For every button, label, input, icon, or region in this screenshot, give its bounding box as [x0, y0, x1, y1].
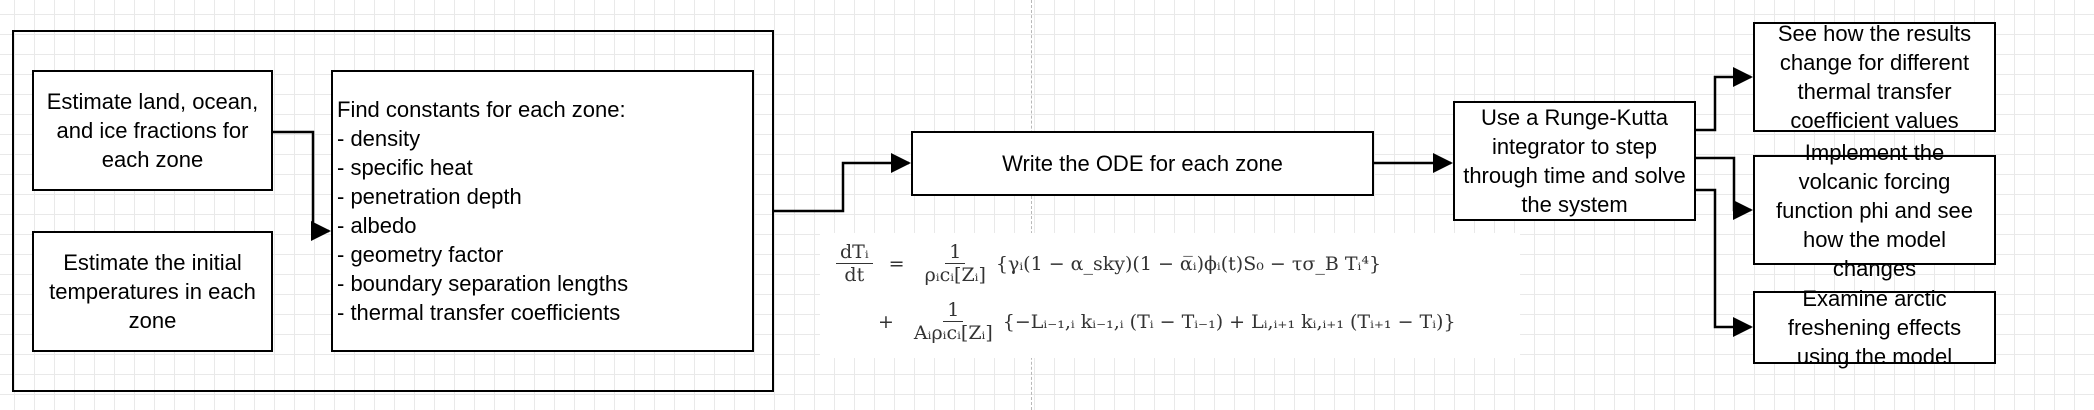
constant-specific-heat: - specific heat	[337, 155, 473, 180]
equation-term1-body: {γᵢ(1 − α_sky)(1 − α̅ᵢ)ϕᵢ(t)S₀ − τσ_B Tᵢ…	[995, 252, 1382, 275]
find-constants-box[interactable]: Find constants for each zone: - density …	[331, 70, 754, 352]
preparation-group	[12, 30, 774, 392]
estimate-fractions-box[interactable]: Estimate land, ocean, and ice fractions …	[32, 70, 273, 191]
constant-density: - density	[337, 126, 421, 151]
write-ode-box[interactable]: Write the ODE for each zone	[911, 131, 1374, 196]
equation-term2-body: {−Lᵢ₋₁,ᵢ kᵢ₋₁,ᵢ (Tᵢ − Tᵢ₋₁) + Lᵢ,ᵢ₊₁ kᵢ,…	[1002, 310, 1456, 333]
constant-geometry-factor: - geometry factor	[337, 242, 504, 267]
arrow-rungekutta-to-arctic	[1696, 188, 1753, 337]
equation-term1-fraction: 1 ρᵢcᵢ[Zᵢ]	[924, 241, 986, 286]
constant-thermal-transfer: - thermal transfer coefficients	[337, 300, 621, 325]
arrow-group-to-ode	[774, 153, 911, 213]
arctic-freshening-box[interactable]: Examine arctic freshening effects using …	[1753, 286, 1996, 369]
estimate-temperatures-box[interactable]: Estimate the initial temperatures in eac…	[32, 231, 273, 352]
constants-list: Find constants for each zone: - density …	[337, 95, 628, 327]
constant-penetration-depth: - penetration depth	[337, 184, 522, 209]
center-guide-line	[1031, 0, 1032, 410]
equation-lhs: dTᵢ dt	[836, 241, 873, 286]
ode-equation: dTᵢ dt = 1 ρᵢcᵢ[Zᵢ] {γᵢ(1 − α_sky)(1 − α…	[820, 233, 1520, 358]
estimate-fractions-label: Estimate land, ocean, and ice fractions …	[46, 89, 259, 172]
arrow-rungekutta-to-thermal	[1696, 67, 1753, 132]
arrow-rungekutta-to-volcanic	[1696, 156, 1753, 220]
write-ode-label: Write the ODE for each zone	[1002, 151, 1283, 176]
thermal-transfer-box[interactable]: See how the results change for different…	[1753, 21, 1996, 133]
constant-albedo: - albedo	[337, 213, 417, 238]
arctic-freshening-label: Examine arctic freshening effects using …	[1787, 286, 1962, 369]
volcanic-forcing-label: Implement the volcanic forcing function …	[1776, 139, 1973, 281]
equation-term2-fraction: 1 Aᵢρᵢcᵢ[Zᵢ]	[913, 299, 993, 344]
constant-boundary-separation: - boundary separation lengths	[337, 271, 629, 296]
runge-kutta-box[interactable]: Use a Runge-Kutta integrator to step thr…	[1453, 101, 1696, 221]
thermal-transfer-label: See how the results change for different…	[1777, 21, 1972, 133]
runge-kutta-label: Use a Runge-Kutta integrator to step thr…	[1463, 105, 1686, 217]
constants-title: Find constants for each zone:	[337, 97, 626, 122]
estimate-temperatures-label: Estimate the initial temperatures in eac…	[49, 250, 256, 333]
volcanic-forcing-box[interactable]: Implement the volcanic forcing function …	[1753, 140, 1996, 281]
